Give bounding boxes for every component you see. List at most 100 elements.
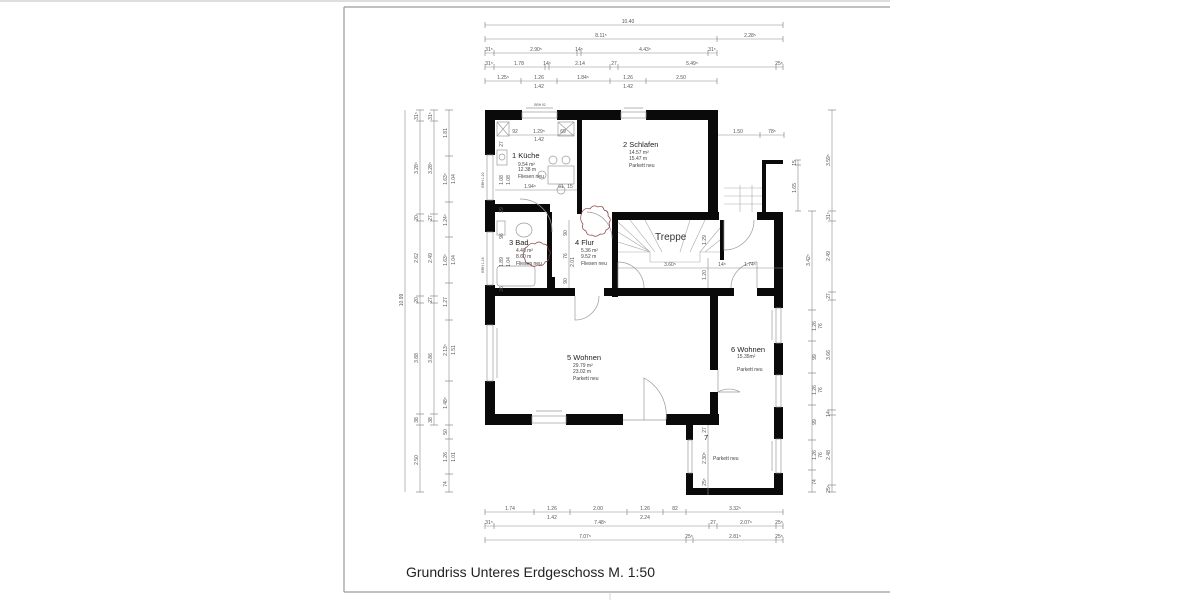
- room-area: 29.79 m²: [573, 363, 593, 369]
- dim-label: 7.48⁵: [594, 520, 606, 526]
- dim-label: 2.24: [640, 515, 650, 521]
- dim-label: 1.27: [443, 297, 449, 307]
- dim-label: 27: [710, 520, 716, 526]
- bathtub: [496, 265, 536, 287]
- dim-label: 96: [499, 233, 505, 239]
- dim-label: 1.20: [702, 270, 708, 280]
- toilet: [496, 220, 506, 236]
- dim-label: 31⁵: [826, 212, 832, 220]
- dim-label: 1.29: [702, 235, 708, 245]
- washbasin: [515, 222, 533, 238]
- dim-label: 14⁵: [575, 47, 583, 53]
- dim-label: 92: [512, 129, 518, 135]
- dim-label: 1.74: [505, 506, 515, 512]
- dim-label: 1.26: [812, 450, 818, 460]
- dim-label: 4.43⁵: [639, 47, 651, 53]
- room-floor: Parkett neu: [573, 376, 599, 382]
- dim-label: 29: [499, 207, 505, 213]
- dim-label: 25⁵: [775, 534, 783, 540]
- dim-label: 61: [558, 184, 564, 190]
- door-treppe: [617, 261, 645, 289]
- dim-label: 74: [812, 479, 818, 485]
- dim-label: 1.08: [499, 175, 505, 185]
- dim-label: 25⁵: [826, 485, 832, 493]
- dim-label: 25⁵: [775, 520, 783, 526]
- windows: BRH 92: [486, 103, 782, 474]
- dim-label: 31⁵: [414, 112, 420, 120]
- dim-label: 2.07⁵: [740, 520, 752, 526]
- dim-label: 27: [826, 293, 832, 299]
- room-name: 6 Wohnen: [731, 345, 765, 354]
- dim-label: 5.49⁵: [686, 61, 698, 67]
- dim-label: 7.07⁵: [579, 534, 591, 540]
- dim-label: 50: [443, 429, 449, 435]
- dim-label: 31⁵: [428, 112, 434, 120]
- dim-label: 1.24⁵: [443, 214, 449, 226]
- window-room7: [687, 439, 693, 474]
- dim-label: 1.26: [443, 452, 449, 462]
- dim-label: 99: [812, 419, 818, 425]
- dim-label: 3.59⁵: [826, 154, 832, 166]
- room-label-schlafen: 2 Schlafen 14.57 m² 15.47 m Parkett neu: [623, 140, 658, 169]
- window-sill-label: BRH 1.20: [481, 172, 485, 187]
- dim-label: 2.50: [414, 455, 420, 465]
- room-label-flur: 4 Flur 5.36 m² 9.52 m Fliesen neu: [575, 238, 607, 267]
- dim-label: 99: [812, 354, 818, 360]
- room-area: 15.35m²: [737, 354, 756, 360]
- dim-label: 1.25⁵: [497, 75, 509, 81]
- door-stair-lower-right: [730, 261, 758, 289]
- doors: [519, 198, 758, 421]
- dim-label: 27: [499, 141, 505, 147]
- room-label-wohnen-5: 5 Wohnen 29.79 m² 23.02 m Parkett neu: [567, 353, 601, 382]
- room-perimeter: 9.52 m: [581, 254, 596, 260]
- dim-label: 1.26: [812, 385, 818, 395]
- room-label-treppe: Treppe: [655, 232, 687, 243]
- dim-label: 1.42: [547, 515, 557, 521]
- dim-label: 1.50: [733, 129, 743, 135]
- dim-label: 3.88: [414, 353, 420, 363]
- dim-label: 90: [563, 278, 569, 284]
- room-floor: Parkett neu: [629, 163, 655, 169]
- dim-label: 3.28⁵: [428, 162, 434, 174]
- window-sill-label: BRH 92: [534, 103, 545, 107]
- window-wohnen-left: [486, 324, 494, 382]
- dim-label: 27: [428, 297, 434, 303]
- window-bad-left: [486, 231, 494, 286]
- dim-label: 2.01: [570, 257, 576, 267]
- room-label-kueche: 1 Küche 9.54 m² 12.38 m Fliesen neu: [512, 151, 544, 180]
- dim-label: 1.26: [547, 506, 557, 512]
- room-floor: Parkett neu: [713, 456, 739, 462]
- dim-label: 1.04: [451, 174, 457, 184]
- dim-label: 25⁵: [685, 534, 693, 540]
- right-dimension-chains: 1.50 78⁵ 15 1.65 3.42⁵ 1.26 76 99 1.26 7…: [717, 109, 836, 493]
- dim-label: 2.30⁵: [702, 452, 708, 464]
- dim-label: 2.00: [593, 506, 603, 512]
- window-schlafen: [620, 111, 647, 119]
- dim-label: 76: [818, 323, 824, 329]
- dim-label: 1.84⁵: [577, 75, 589, 81]
- room-area: 14.57 m²: [629, 150, 649, 156]
- dim-label: 1.26: [812, 321, 818, 331]
- dim-label: 20: [414, 297, 420, 303]
- room-perimeter: 15.47 m: [629, 156, 647, 162]
- room-name: 5 Wohnen: [567, 353, 601, 362]
- dim-label: 31⁵: [485, 520, 493, 526]
- bottom-dimension-chains: 1.74 1.26 1.42 2.00 1.26 2.24 82 3.32⁵ 3…: [484, 506, 784, 543]
- dim-label: 15: [792, 160, 798, 166]
- dim-label: 1.29⁵: [533, 129, 545, 135]
- room-name: 7: [704, 433, 708, 442]
- dim-label: 3.28⁵: [414, 162, 420, 174]
- room-label-wohnen-6: 6 Wohnen 15.35m² Parkett neu: [731, 345, 765, 373]
- window-kueche-left: [486, 154, 494, 201]
- room-floor: Fliesen neu: [516, 261, 542, 267]
- door-wohnen-top: [574, 295, 600, 321]
- dim-label: 1.63⁵: [443, 173, 449, 185]
- dim-label: 27: [428, 215, 434, 221]
- sheet-frame: [0, 0, 890, 600]
- room-name: 3 Bad: [509, 238, 529, 247]
- dim-label: 25⁵: [775, 61, 783, 67]
- dim-label: 69: [560, 129, 566, 135]
- dim-label: 2.13⁵: [443, 344, 449, 356]
- room-label-bad: 3 Bad 4.40 m² 8.60 m Fliesen neu: [509, 238, 542, 267]
